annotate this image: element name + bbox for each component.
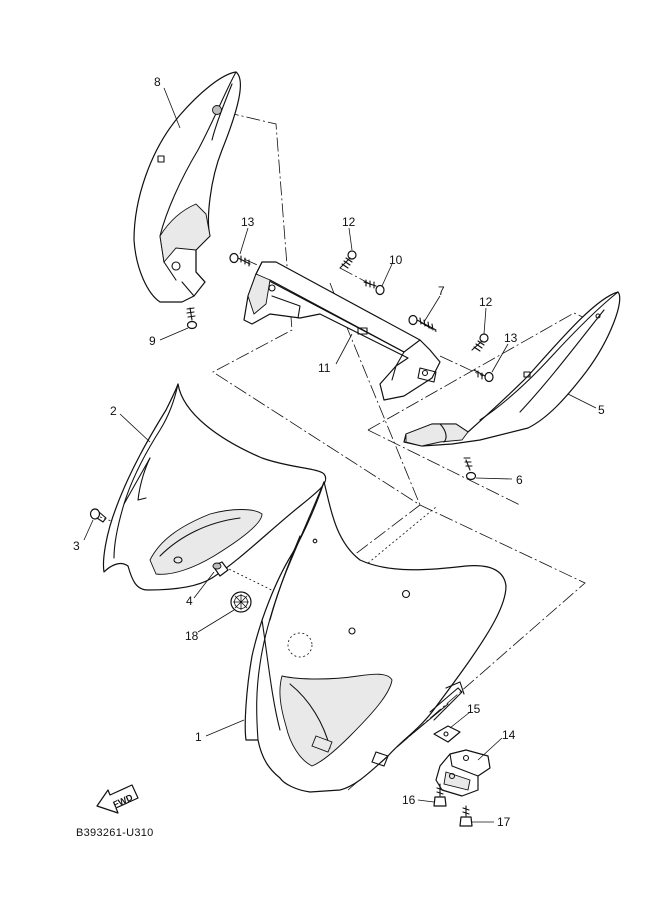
callout-7: 7 <box>438 284 445 298</box>
callout-10: 10 <box>389 253 403 267</box>
part-15-clip-nut <box>433 725 461 743</box>
callout-5: 5 <box>598 403 605 417</box>
part-6-screw <box>463 457 477 481</box>
callout-16: 16 <box>402 793 416 807</box>
callout-17: 17 <box>497 815 511 829</box>
callout-12-right: 12 <box>479 295 493 309</box>
callout-13-right: 13 <box>504 331 518 345</box>
callout-4: 4 <box>186 594 193 608</box>
part-9-screw <box>186 307 198 330</box>
callout-6: 6 <box>516 473 523 487</box>
part-12-screw-right <box>471 333 489 352</box>
callout-14: 14 <box>502 728 516 742</box>
callout-11: 11 <box>318 361 331 375</box>
fasteners <box>89 250 494 827</box>
callout-13-left: 13 <box>241 215 255 229</box>
part-16-bolt <box>433 783 447 807</box>
part-17-bolt <box>459 805 473 827</box>
callout-12-upper: 12 <box>342 215 356 229</box>
part-10-screw <box>363 279 385 296</box>
part-18-emblem <box>230 591 252 613</box>
callout-numbers: 8 13 12 10 7 12 13 9 11 5 6 2 3 4 18 1 1… <box>73 75 605 829</box>
diagram-reference-code: B393261-U310 <box>76 827 154 839</box>
part-2-windshield <box>102 383 327 591</box>
callout-15: 15 <box>467 702 481 716</box>
callout-8: 8 <box>154 75 161 89</box>
part-12-screw-upper <box>339 250 357 269</box>
callout-1: 1 <box>195 730 202 744</box>
part-5-right-side-cover <box>403 291 621 447</box>
part-3-screw <box>89 508 107 523</box>
part-11-center-bracket <box>243 261 441 401</box>
callout-2: 2 <box>110 404 117 418</box>
callout-18: 18 <box>185 629 199 643</box>
part-13-screw-right <box>473 369 494 383</box>
part-1-front-cowling <box>244 481 507 793</box>
part-8-left-side-cover <box>133 71 242 303</box>
leader-lines <box>83 87 597 823</box>
part-14-bracket <box>435 749 491 797</box>
part-7-screw <box>408 314 437 331</box>
part-13-screw-left <box>229 252 251 267</box>
callout-9: 9 <box>149 334 156 348</box>
callout-3: 3 <box>73 539 80 553</box>
part-4-grommet <box>212 561 229 577</box>
forward-direction-arrow: FWD <box>96 784 139 814</box>
